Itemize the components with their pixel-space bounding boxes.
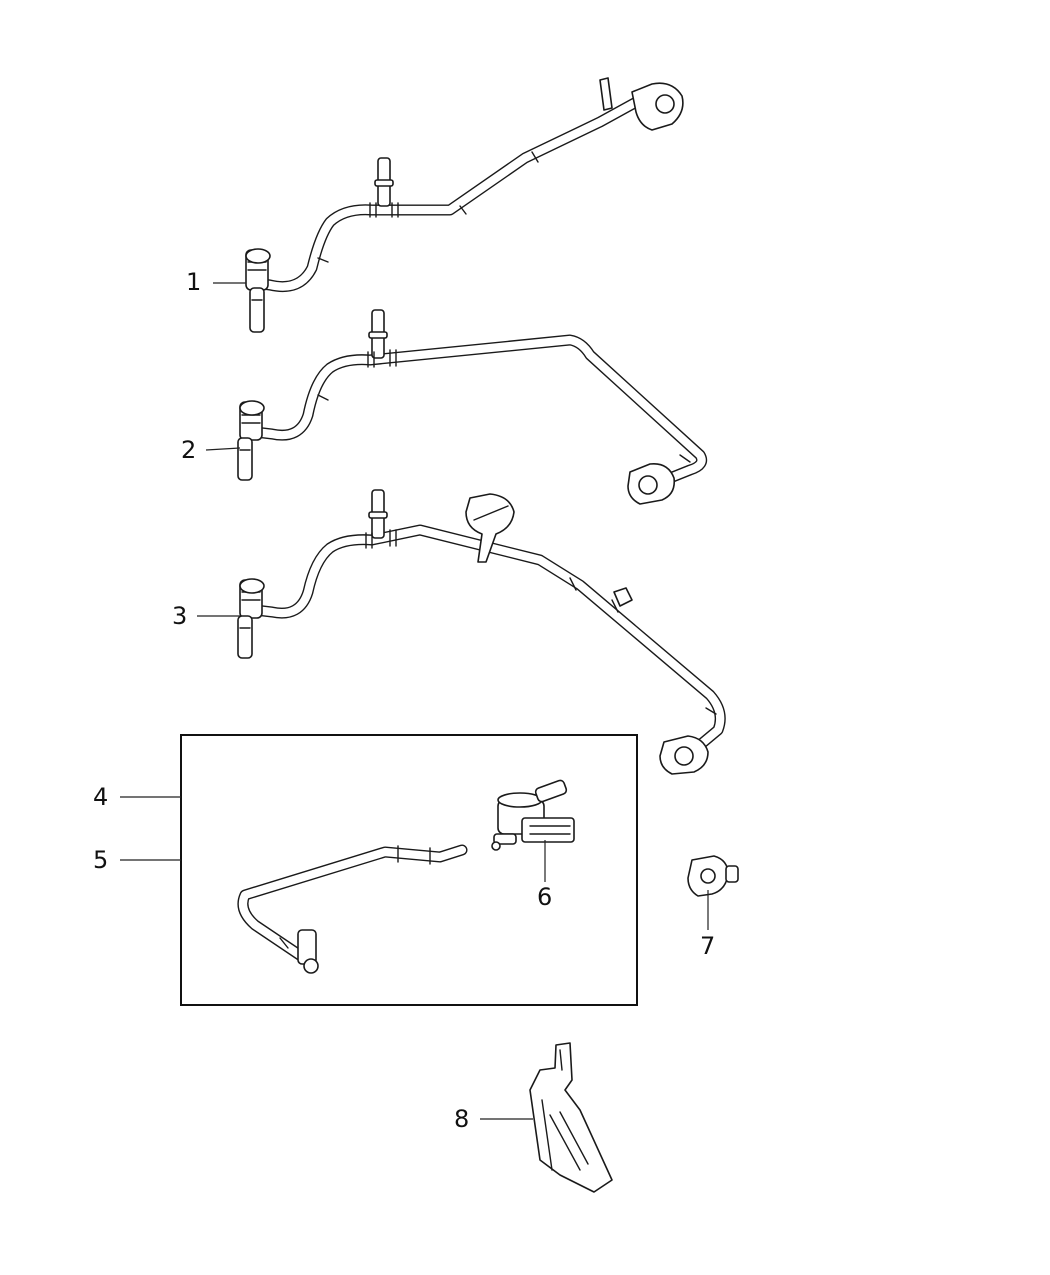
leader-lines [120, 282, 709, 1120]
callout-4: 4 [93, 783, 109, 811]
purge-line-5 [237, 844, 468, 974]
purge-valve-6 [491, 779, 575, 851]
bracket-8 [529, 1042, 613, 1193]
callout-1: 1 [186, 268, 202, 296]
hose-assembly-2 [237, 309, 708, 505]
connector-7 [687, 855, 739, 897]
hose-assembly-3 [237, 489, 726, 775]
callout-6: 6 [537, 883, 553, 911]
kit-box [180, 734, 638, 1006]
hose-assembly-1 [245, 77, 684, 333]
callout-3: 3 [172, 602, 188, 630]
callout-7: 7 [700, 932, 716, 960]
callout-5: 5 [93, 846, 109, 874]
callout-2: 2 [181, 436, 197, 464]
callout-8: 8 [454, 1105, 470, 1133]
